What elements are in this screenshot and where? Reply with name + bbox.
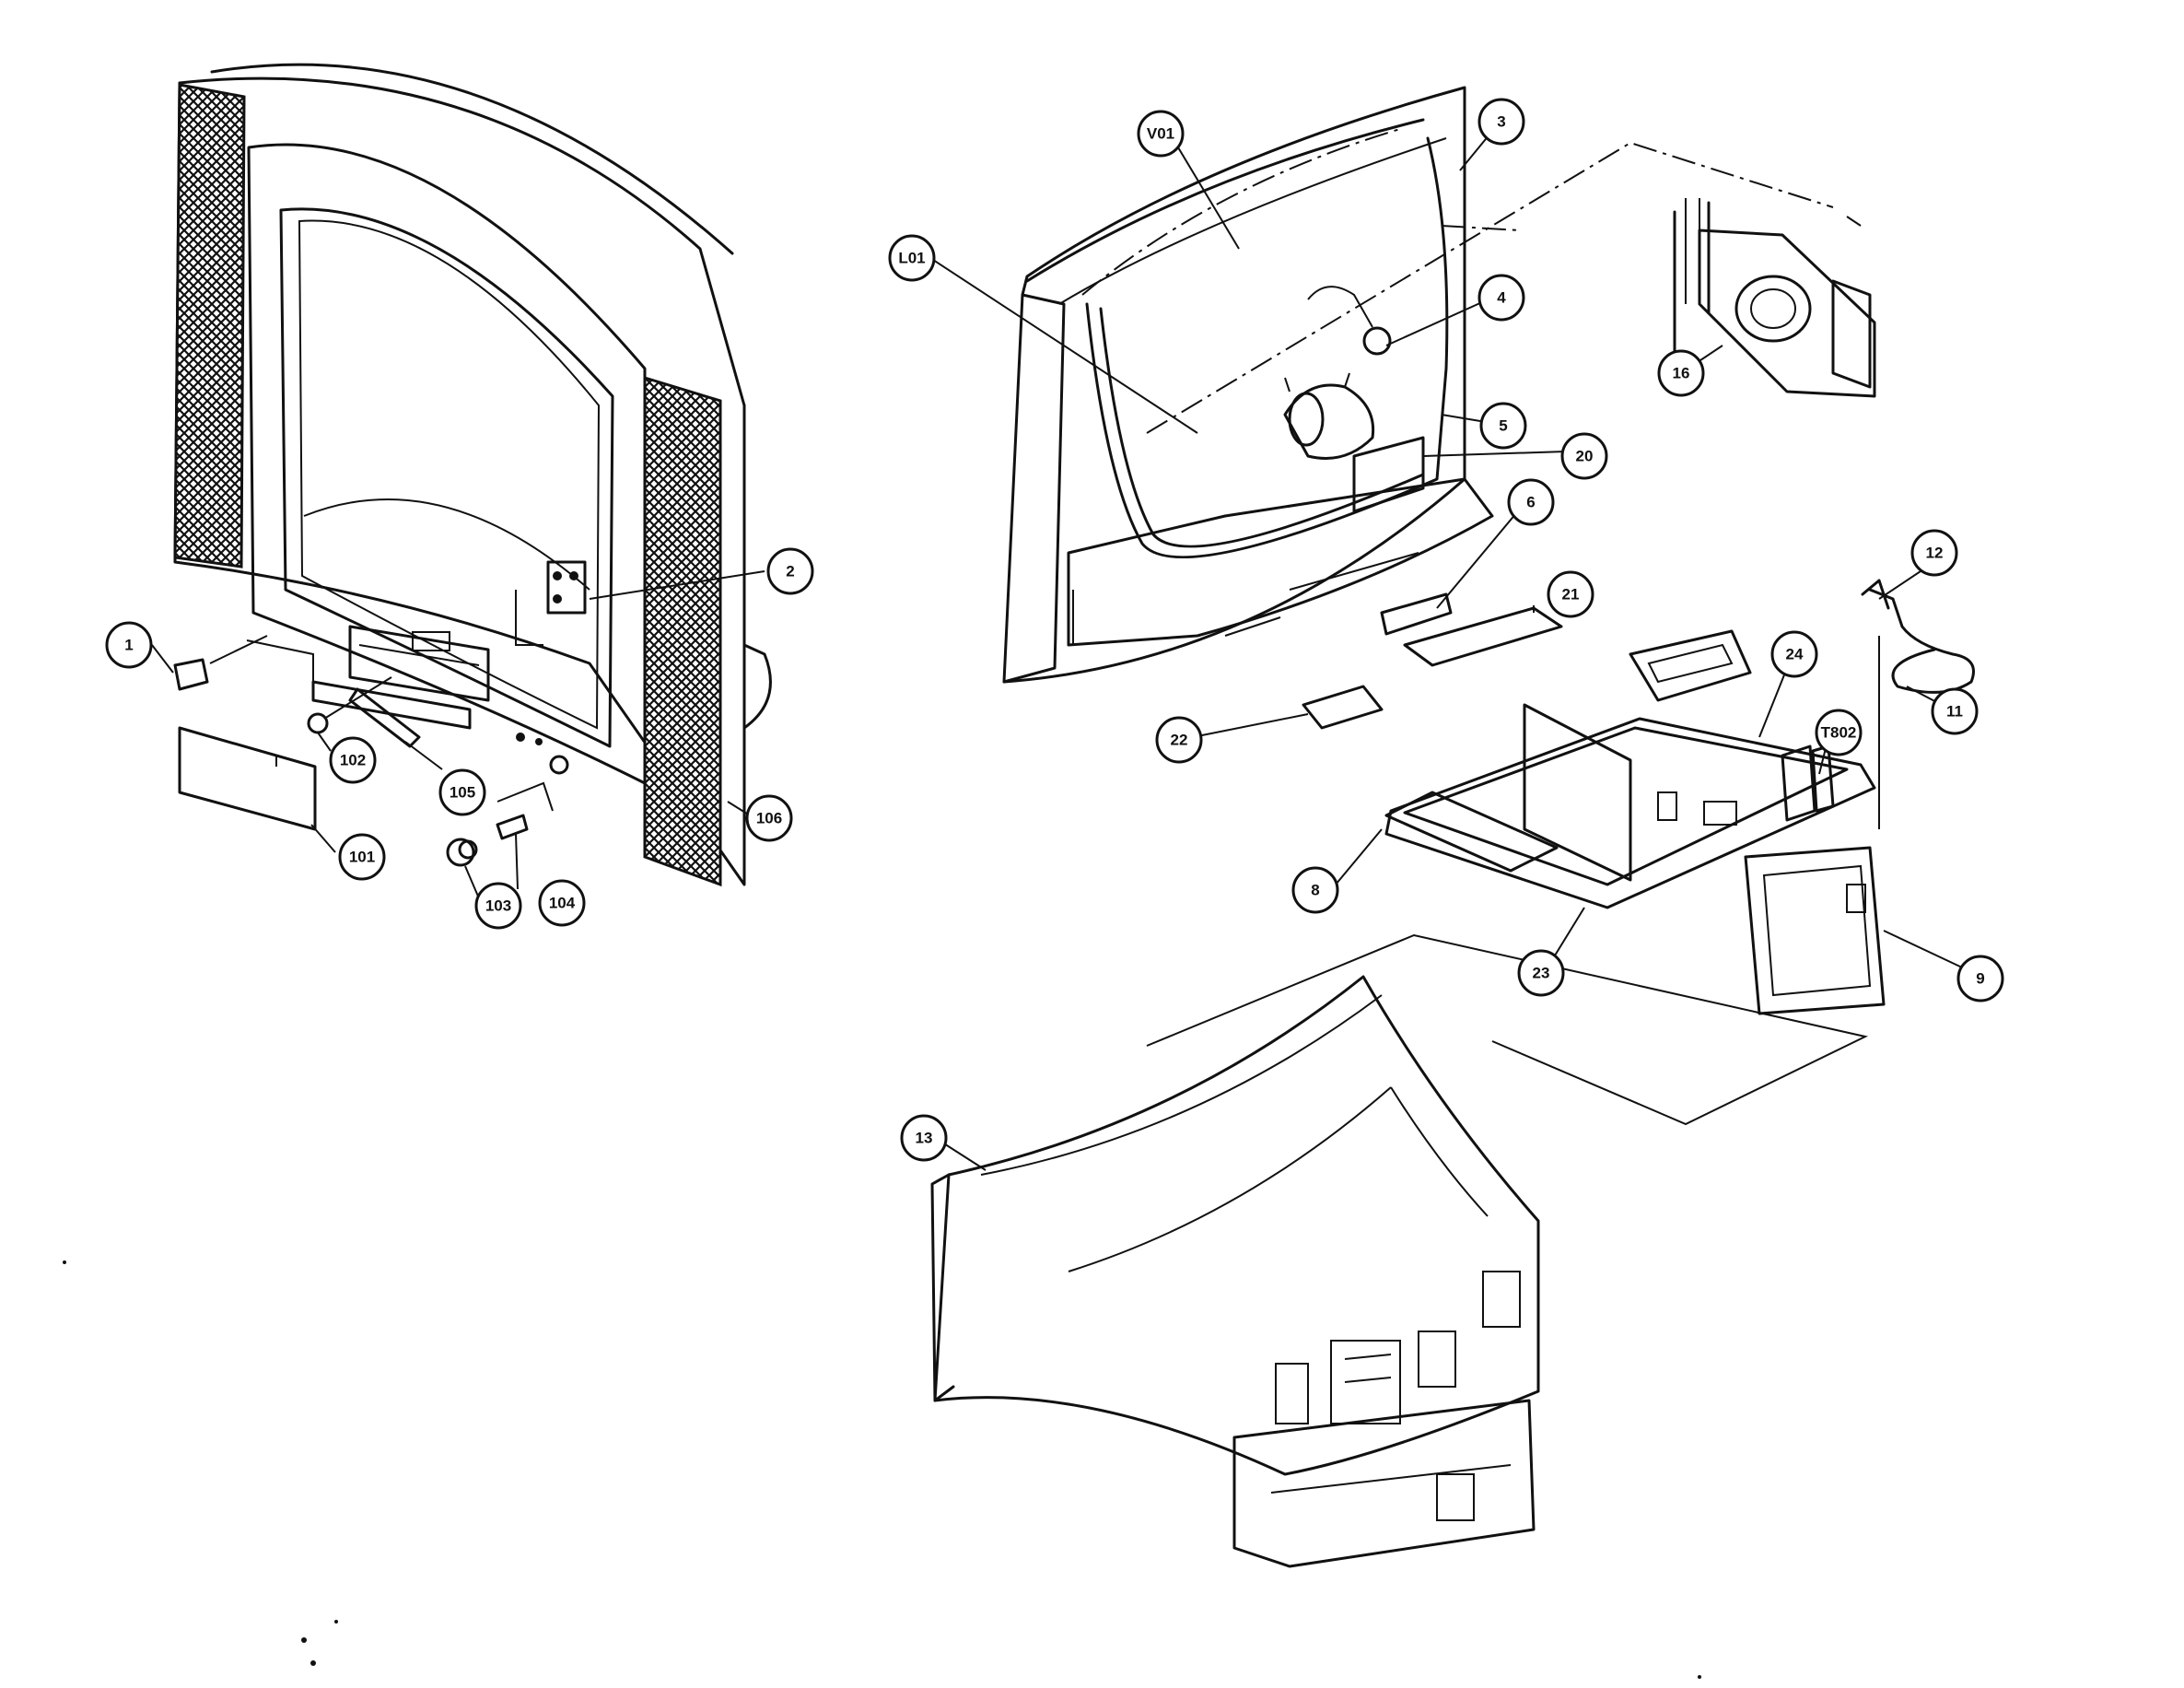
callout-105: 105 — [438, 768, 486, 816]
callout-label: 4 — [1497, 289, 1506, 307]
scan-specks — [63, 1260, 1701, 1679]
callout-label: 13 — [916, 1130, 933, 1147]
callout-label: 9 — [1976, 970, 1984, 988]
callout-label: 106 — [756, 810, 782, 827]
callout-label: 16 — [1673, 365, 1690, 382]
small-boards — [1302, 592, 1563, 730]
callout-label: L01 — [898, 250, 925, 267]
leader-lines — [151, 123, 1963, 1171]
callout-label: 2 — [786, 563, 794, 580]
callout-4: 4 — [1477, 274, 1525, 322]
callout-3: 3 — [1477, 98, 1525, 146]
callout-label: 3 — [1497, 113, 1505, 131]
callout-label: 6 — [1526, 494, 1535, 511]
callout-101: 101 — [338, 833, 386, 881]
callout-104: 104 — [538, 879, 586, 927]
callout-106: 106 — [745, 794, 793, 842]
callout-102: 102 — [329, 736, 377, 784]
callout-23: 23 — [1517, 949, 1565, 997]
callouts: 1 2 101 102 103 104 105 106 V01 L01 3 4 … — [105, 98, 2004, 1162]
callout-22: 22 — [1155, 716, 1203, 764]
callout-label: 24 — [1786, 646, 1804, 663]
speaker-assembly-16 — [1673, 198, 1876, 398]
callout-20: 20 — [1560, 432, 1608, 480]
callout-label: 105 — [450, 784, 475, 802]
callout-label: 5 — [1499, 417, 1507, 435]
callout-label: 23 — [1533, 965, 1550, 982]
guide-line-front — [246, 639, 314, 682]
callout-label: V01 — [1147, 125, 1174, 143]
callout-T802: T802 — [1815, 709, 1863, 756]
callout-label: 103 — [485, 897, 511, 915]
callout-12: 12 — [1910, 529, 1958, 577]
guide-line-rear-cover — [1146, 933, 1869, 1126]
callout-9: 9 — [1956, 955, 2004, 1002]
right-speaker-grille — [643, 375, 722, 887]
callout-label: 12 — [1926, 545, 1944, 562]
callout-1: 1 — [105, 621, 153, 669]
callout-label: 1 — [124, 637, 133, 654]
callout-5: 5 — [1479, 402, 1527, 450]
callout-label: 101 — [349, 849, 375, 866]
callout-label: T802 — [1821, 724, 1857, 742]
callout-24: 24 — [1770, 630, 1818, 678]
callout-2: 2 — [766, 547, 814, 595]
callout-V01: V01 — [1137, 110, 1185, 158]
callout-label: 102 — [340, 752, 366, 769]
rear-open-cabinet — [1002, 86, 1876, 684]
callout-label: 104 — [549, 895, 576, 912]
callout-label: 8 — [1311, 882, 1319, 899]
callout-11: 11 — [1931, 687, 1979, 735]
callout-21: 21 — [1547, 570, 1594, 618]
callout-L01: L01 — [888, 234, 936, 282]
rear-cover — [930, 975, 1540, 1568]
callout-label: 21 — [1562, 586, 1580, 604]
callout-103: 103 — [474, 882, 522, 930]
callout-6: 6 — [1507, 478, 1555, 526]
left-speaker-grille — [173, 83, 246, 569]
callout-label: 20 — [1576, 448, 1594, 465]
callout-label: 11 — [1946, 703, 1963, 721]
callout-label: 22 — [1171, 732, 1188, 749]
front-cabinet — [173, 63, 772, 887]
callout-16: 16 — [1657, 349, 1705, 397]
callout-8: 8 — [1291, 866, 1339, 914]
callout-13: 13 — [900, 1114, 948, 1162]
